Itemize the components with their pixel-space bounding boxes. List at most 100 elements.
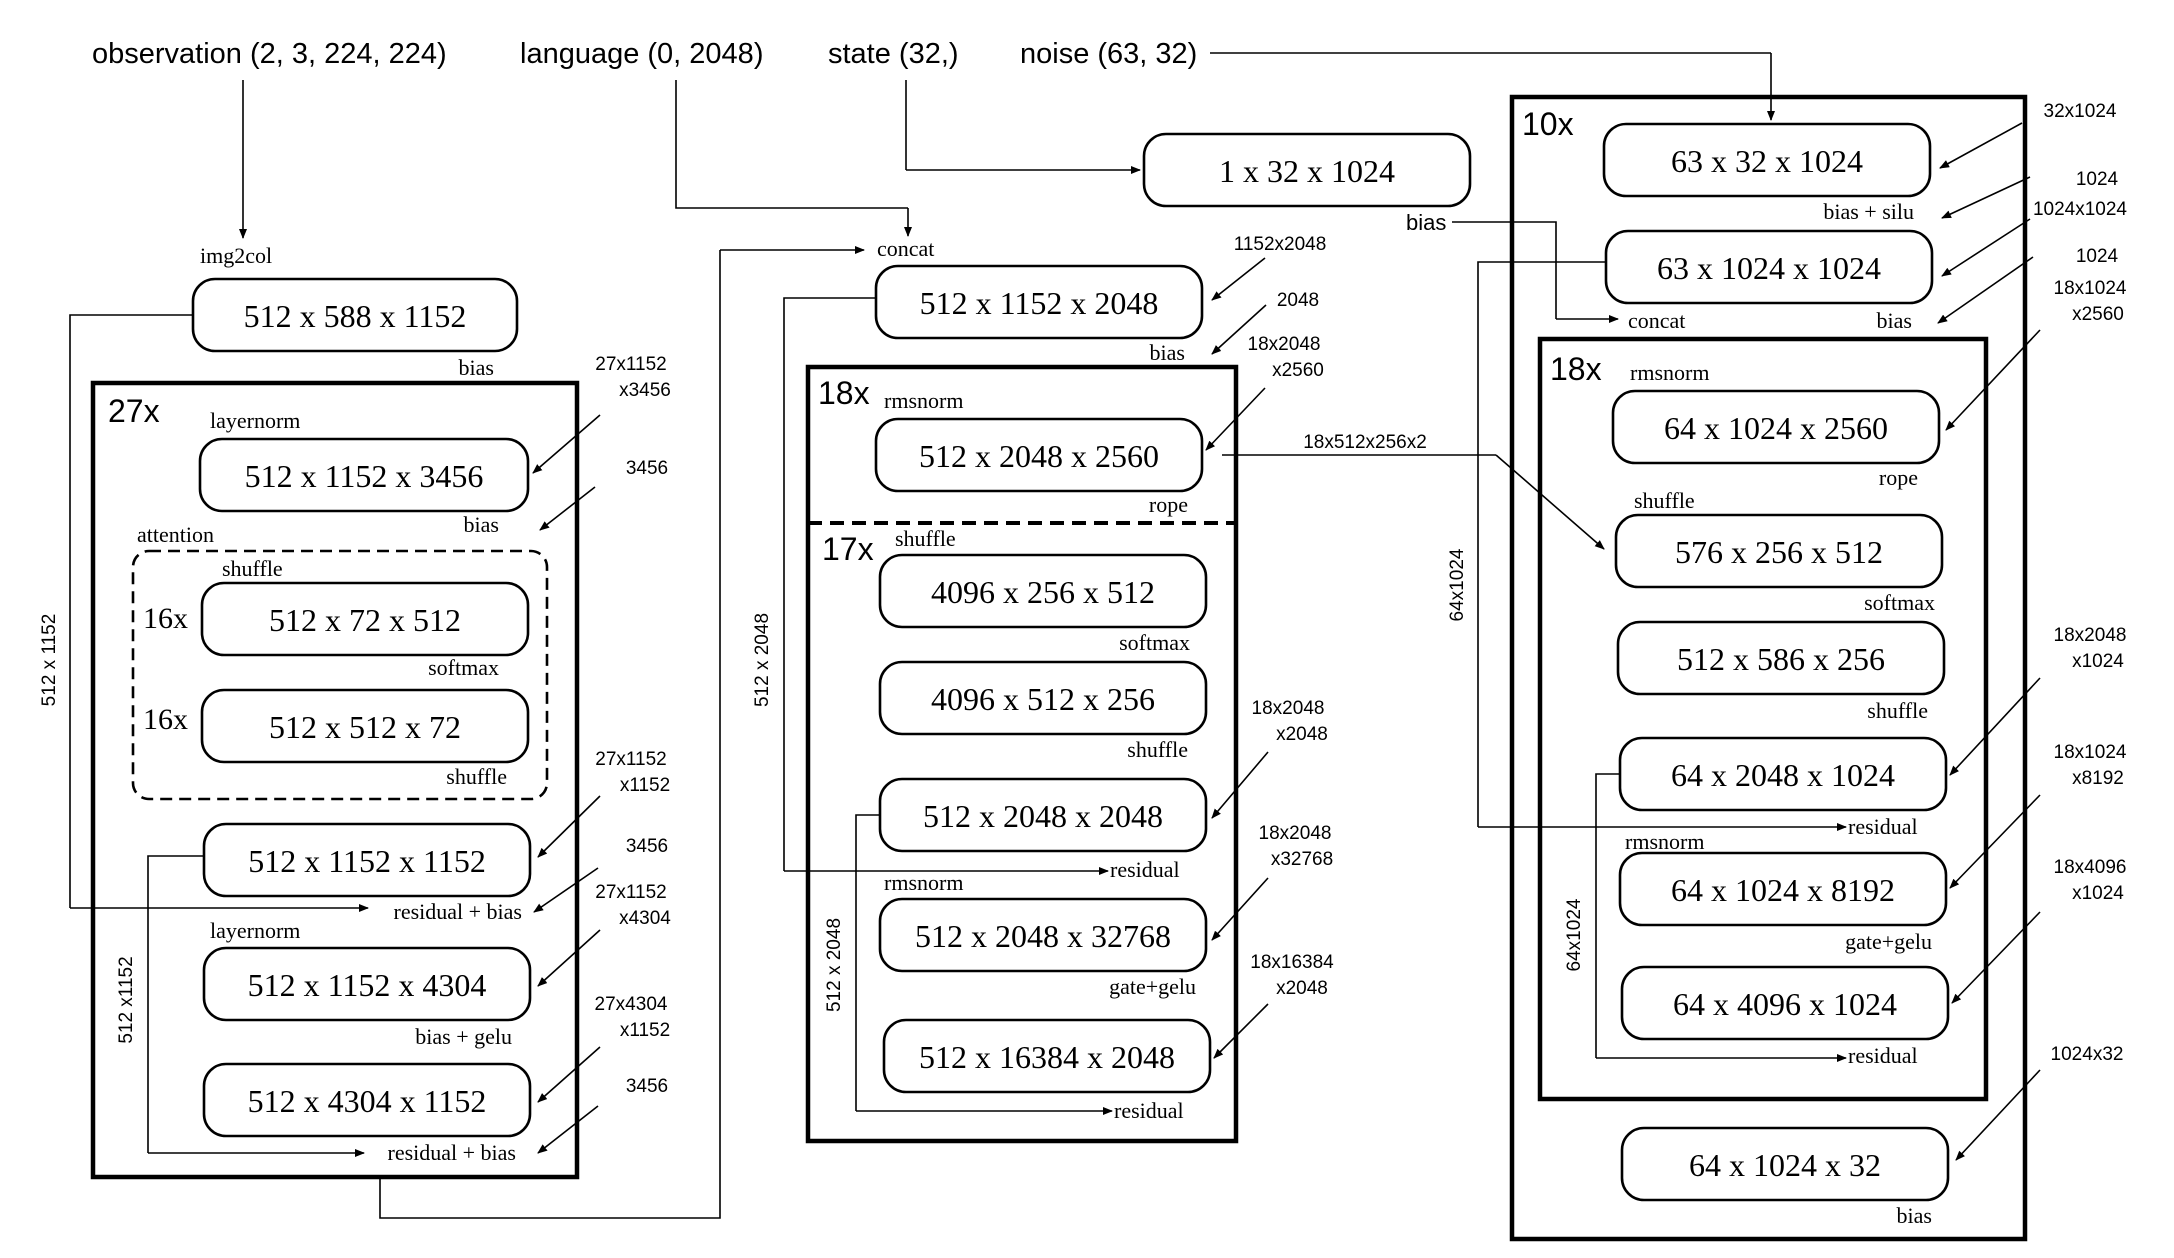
language-input-label: language (0, 2048) [520, 38, 763, 70]
lm-scores-box [878, 553, 1208, 629]
vision-qkv-weight-dim-line1: 27x1152 [595, 354, 667, 375]
lm-down-weight-arrow [1213, 1003, 1269, 1059]
vision-qkv-label: 512 x 1152 x 3456 [245, 458, 484, 494]
ae-noise-in-label: 63 x 32 x 1024 [1671, 143, 1863, 179]
ae-final-bias-label: bias [1897, 1203, 1932, 1228]
lm-shuffle1-label: shuffle [895, 526, 956, 551]
vision-qkv-bias-arrow [539, 486, 596, 531]
ae-down-residual-label: residual [1848, 1043, 1918, 1068]
lm-values-label: 4096 x 512 x 256 [931, 681, 1155, 717]
lm-qkv-weight-arrow [1205, 387, 1266, 451]
lm-qkv-weight-dim: 18x2048 x2560 [1248, 334, 1324, 381]
ae-final-weight-arrow [1955, 1069, 2041, 1161]
vision-down-bias-dim: 3456 [626, 1076, 668, 1097]
lm-out-proj-label: 512 x 2048 x 2048 [923, 798, 1163, 834]
ae-out-weight-dim-line1: 18x2048 [2054, 625, 2127, 646]
lm-rmsnorm2-label: rmsnorm [884, 870, 963, 895]
state-proj-bias-label: bias [1406, 210, 1446, 235]
attn-repeat2-label: 16x [143, 703, 188, 736]
ae-outer-repeat-block [1509, 94, 2028, 1242]
ae-qkv-weight-dim-line2: x2560 [2072, 304, 2124, 325]
patch-embed-label: 512 x 588 x 1152 [244, 298, 467, 334]
lm-qkv-label: 512 x 2048 x 2560 [919, 438, 1159, 474]
vision-qkv-weight-dim: 27x1152 x3456 [595, 354, 671, 401]
ae-down-weight-dim-line1: 18x4096 [2054, 857, 2127, 878]
lm-proj-label: 512 x 1152 x 2048 [920, 285, 1159, 321]
lm-qkv-weight-dim-line1: 18x2048 [1248, 334, 1321, 355]
lm-qkv-box [874, 417, 1204, 493]
vision-out-weight-dim-line2: x1152 [620, 775, 670, 796]
vision-mlp-residual-label: residual + bias [388, 1140, 517, 1165]
vision-to-concat-line [379, 250, 721, 1219]
lm-inner-skip-label: 512 x 2048 [824, 918, 845, 1012]
lm-skip-line [783, 297, 876, 871]
ae-gate-weight-dim-line2: x8192 [2072, 768, 2124, 789]
lm-down-label: 512 x 16384 x 2048 [919, 1039, 1175, 1075]
vision-out-bias-dim: 3456 [626, 836, 668, 857]
vision-qkv-weight-dim-line2: x3456 [619, 380, 671, 401]
vision-out-residual-label: residual + bias [394, 899, 523, 924]
vision-qkv-box [198, 437, 530, 513]
lm-shuffle2-label: shuffle [1127, 737, 1188, 762]
lm-concat-label: concat [877, 236, 934, 261]
ae-out-weight-arrow [1949, 677, 2041, 776]
ae-qkv-box [1611, 389, 1941, 465]
lm-gate-weight-dim-line2: x32768 [1271, 849, 1333, 870]
state-projection: 1 x 32 x 1024 bias [905, 80, 1619, 323]
lm-gate-box [878, 897, 1208, 973]
vision-layernorm1-label: layernorm [210, 408, 300, 433]
attention-label: attention [137, 522, 214, 547]
ae-rmsnorm2-label: rmsnorm [1625, 829, 1704, 854]
ae-gate-weight-arrow [1949, 794, 2041, 889]
ae-gate-label: 64 x 1024 x 8192 [1671, 872, 1895, 908]
lm-softmax-label: softmax [1119, 630, 1190, 655]
ae-shuffle2-label: shuffle [1867, 698, 1928, 723]
vision-encoder: img2col 512 x 588 x 1152 bias 512 x 1152… [39, 80, 865, 1219]
ae-inner-repeat-block [1537, 336, 1989, 1102]
ae-qkv-weight-arrow [1945, 329, 2041, 431]
vision-inner-skip-line [147, 855, 204, 1153]
ae-inner-repeat-label: 18x [1550, 351, 1602, 387]
vision-out-proj-label: 512 x 1152 x 1152 [248, 843, 486, 879]
vision-up-weight-arrow [537, 929, 601, 987]
ae-noise-op-label: bias + silu [1823, 199, 1914, 224]
vision-up-weight-dim-line1: 27x1152 [595, 882, 667, 903]
vision-qkv-bias-label: bias [464, 512, 499, 537]
vision-qkv-weight-arrow [532, 414, 601, 474]
kv-cache-label: 18x512x256x2 [1303, 432, 1427, 453]
ae-time-mix-label: 63 x 1024 x 1024 [1657, 250, 1881, 286]
ae-in-weight-dim: 32x1024 [2044, 101, 2117, 122]
lm-gate-weight-arrow [1211, 877, 1269, 941]
lm-proj-bias-arrow [1211, 304, 1267, 355]
lm-qkv-weight-dim-line2: x2560 [1272, 360, 1324, 381]
ae-inner-skip-label: 64x1024 [1564, 898, 1585, 971]
attn-values-box [200, 688, 530, 764]
ae-gate-op-label: gate+gelu [1845, 929, 1932, 954]
lm-gate-weight-dim-line1: 18x2048 [1259, 823, 1332, 844]
attn-shuffle2-label: shuffle [446, 764, 507, 789]
lm-inner-repeat-label: 17x [822, 531, 874, 567]
ae-mix-bias-dim: 1024 [2076, 246, 2119, 267]
vision-layernorm2-label: layernorm [210, 918, 300, 943]
language-model: concat 512 x 1152 x 2048 bias 512 x 2048… [675, 80, 1605, 1144]
attn-shuffle-label: shuffle [222, 556, 283, 581]
ae-softmax-label: softmax [1864, 590, 1935, 615]
lm-rmsnorm1-label: rmsnorm [884, 388, 963, 413]
lm-proj-weight-arrow [1211, 257, 1266, 301]
lm-proj-bias-label: bias [1150, 340, 1185, 365]
ae-qkv-weight-dim-line1: 18x1024 [2054, 278, 2127, 299]
vision-qkv-bias-dim: 3456 [626, 458, 668, 479]
vision-mlp-down-box [202, 1062, 532, 1138]
lm-out-weight-dim-line1: 18x2048 [1252, 698, 1325, 719]
vision-out-proj-box [202, 822, 532, 898]
vision-up-weight-dim-line2: x4304 [619, 908, 671, 929]
vision-mlp-up-label: 512 x 1152 x 4304 [248, 967, 487, 1003]
patch-bias-label: bias [459, 355, 494, 380]
